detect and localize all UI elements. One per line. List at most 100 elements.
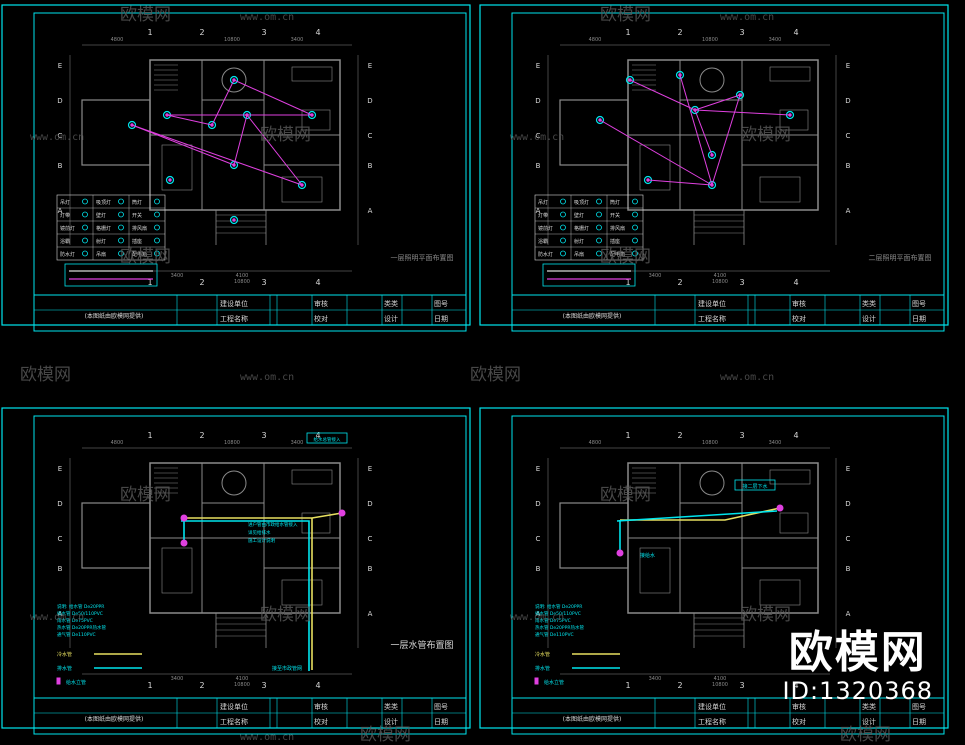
dimension-text: 3400 xyxy=(769,440,782,446)
circuit-wire xyxy=(694,94,741,111)
circuit-wire xyxy=(679,74,713,186)
title-project-name: 工程名称 xyxy=(698,314,726,323)
legend-item-label: 配电箱 xyxy=(132,251,147,258)
title-check: 校对 xyxy=(792,717,806,726)
floor-plan xyxy=(559,462,819,648)
grid-column-label-bottom: 1 xyxy=(625,278,630,287)
title-review: 审核 xyxy=(792,702,806,711)
grid-column-label-top: 4 xyxy=(793,28,798,37)
drawing-panel-2: 建设单位工程名称审核校对类类设计图号日期(本图纸由欧模网提供)11223344E… xyxy=(479,4,949,332)
legend-item-label: 防水灯 xyxy=(538,251,553,258)
grid-column-label-top: 2 xyxy=(199,431,204,440)
grid-row-label-left: D xyxy=(535,97,540,105)
circuit-wire xyxy=(131,124,235,166)
grid-column-label-bottom: 4 xyxy=(315,681,320,690)
grid-row-label-left: A xyxy=(536,207,541,215)
legend-symbol-icon xyxy=(118,237,124,244)
sofa-furniture xyxy=(281,176,323,203)
plumbing-note-line: 说明: 给水管 De20PPR xyxy=(535,603,582,610)
grid-row-label-right: B xyxy=(846,162,851,170)
dimension-text: 10800 xyxy=(234,279,250,285)
title-drawing-no: 图号 xyxy=(912,703,926,711)
grid-row-label-left: A xyxy=(58,207,63,215)
dimension-text: 10800 xyxy=(224,440,240,446)
dining-table xyxy=(699,470,725,496)
title-construction-unit: 建设单位 xyxy=(220,299,248,308)
floor-plan xyxy=(559,59,819,245)
legend-riser-icon xyxy=(534,677,539,685)
dimension-text: 10800 xyxy=(702,37,718,43)
legend-item-label: 开关 xyxy=(132,212,142,219)
plumbing-note-line: 说明: 给水管 De20PPR xyxy=(57,603,104,610)
legend-item-label: 壁灯 xyxy=(96,212,106,219)
watermark-layer: 欧模网欧模网欧模网欧模网欧模网欧模网欧模网欧模网欧模网欧模网欧模网欧模网欧模网欧… xyxy=(20,5,891,745)
legend-symbol-icon xyxy=(560,250,566,257)
legend-item-label: 格栅灯 xyxy=(96,225,111,232)
legend-drain-label: 排水管 xyxy=(57,665,72,672)
upstair-callout-box xyxy=(734,479,776,491)
grid-row-label-right: E xyxy=(846,465,850,473)
grid-row-label-right: D xyxy=(367,97,372,105)
watermark-url-text: www.om.cn xyxy=(30,612,84,623)
grid-row-label-right: D xyxy=(845,97,850,105)
brand-watermark: 欧模网 ID:1320368 xyxy=(782,631,933,706)
title-drawing-no: 图号 xyxy=(912,300,926,308)
floor-plan xyxy=(81,462,341,648)
title-drawing-ref: (本图纸由欧模网提供) xyxy=(563,715,622,723)
legend-symbol-icon xyxy=(82,224,88,231)
light-fixture-icon xyxy=(207,120,217,130)
grid-row-label-left: D xyxy=(535,500,540,508)
title-drawing-no: 图号 xyxy=(434,703,448,711)
panel-inner-frame xyxy=(511,415,945,735)
legend-item-label: 筒灯 xyxy=(610,199,620,206)
legend-symbol-icon xyxy=(632,224,638,231)
legend-symbol-icon xyxy=(82,250,88,257)
plumbing-note-line: 通气管 De110PVC xyxy=(535,631,574,638)
dimension-text: 4800 xyxy=(589,37,602,43)
legend-symbol-icon xyxy=(596,250,602,257)
title-design: 设计 xyxy=(862,314,876,323)
riser-callout-text: 给水总管接入 xyxy=(314,436,341,443)
legend-symbol-icon xyxy=(82,237,88,244)
legend-item-label: 镜前灯 xyxy=(538,225,553,232)
title-check: 校对 xyxy=(792,314,806,323)
title-check: 校对 xyxy=(314,717,328,726)
watermark-url-text: www.om.cn xyxy=(510,132,564,143)
grid-column-label-bottom: 2 xyxy=(199,681,204,690)
title-cat: 类类 xyxy=(384,702,398,711)
legend-item-label: 插座 xyxy=(610,238,620,245)
grid-column-label-bottom: 4 xyxy=(793,278,798,287)
grid-column-label-bottom: 4 xyxy=(793,681,798,690)
legend-symbol-icon xyxy=(596,211,602,218)
supply-pipe xyxy=(620,507,781,521)
legend-symbol-icon xyxy=(632,237,638,244)
watermark-brand-text: 欧模网 xyxy=(840,725,891,745)
grid-row-label-left: D xyxy=(57,97,62,105)
legend-symbol-icon xyxy=(154,211,160,218)
legend-riser-label: 给水立管 xyxy=(66,679,86,686)
legend-symbol-icon xyxy=(632,198,638,205)
grid-row-label-left: B xyxy=(58,565,63,573)
legend-symbol-icon xyxy=(632,250,638,257)
dimension-text: 4100 xyxy=(236,273,249,279)
grid-row-label-left: B xyxy=(58,162,63,170)
grid-row-label-right: C xyxy=(846,535,851,543)
grid-row-label-right: E xyxy=(368,465,372,473)
legend-wire-box xyxy=(542,263,636,287)
title-construction-unit: 建设单位 xyxy=(698,702,726,711)
drawing-title: 一层水管布置图 xyxy=(390,639,453,651)
legend-symbol-icon xyxy=(118,198,124,205)
circuit-wire xyxy=(131,124,303,186)
grid-column-label-bottom: 3 xyxy=(261,681,266,690)
grid-column-label-top: 1 xyxy=(625,431,630,440)
watermark-url-text: www.om.cn xyxy=(510,612,564,623)
title-review: 审核 xyxy=(792,299,806,308)
grid-row-label-right: C xyxy=(368,535,373,543)
circuit-wire xyxy=(246,114,303,186)
grid-row-label-right: E xyxy=(846,62,850,70)
grid-column-label-bottom: 3 xyxy=(739,681,744,690)
